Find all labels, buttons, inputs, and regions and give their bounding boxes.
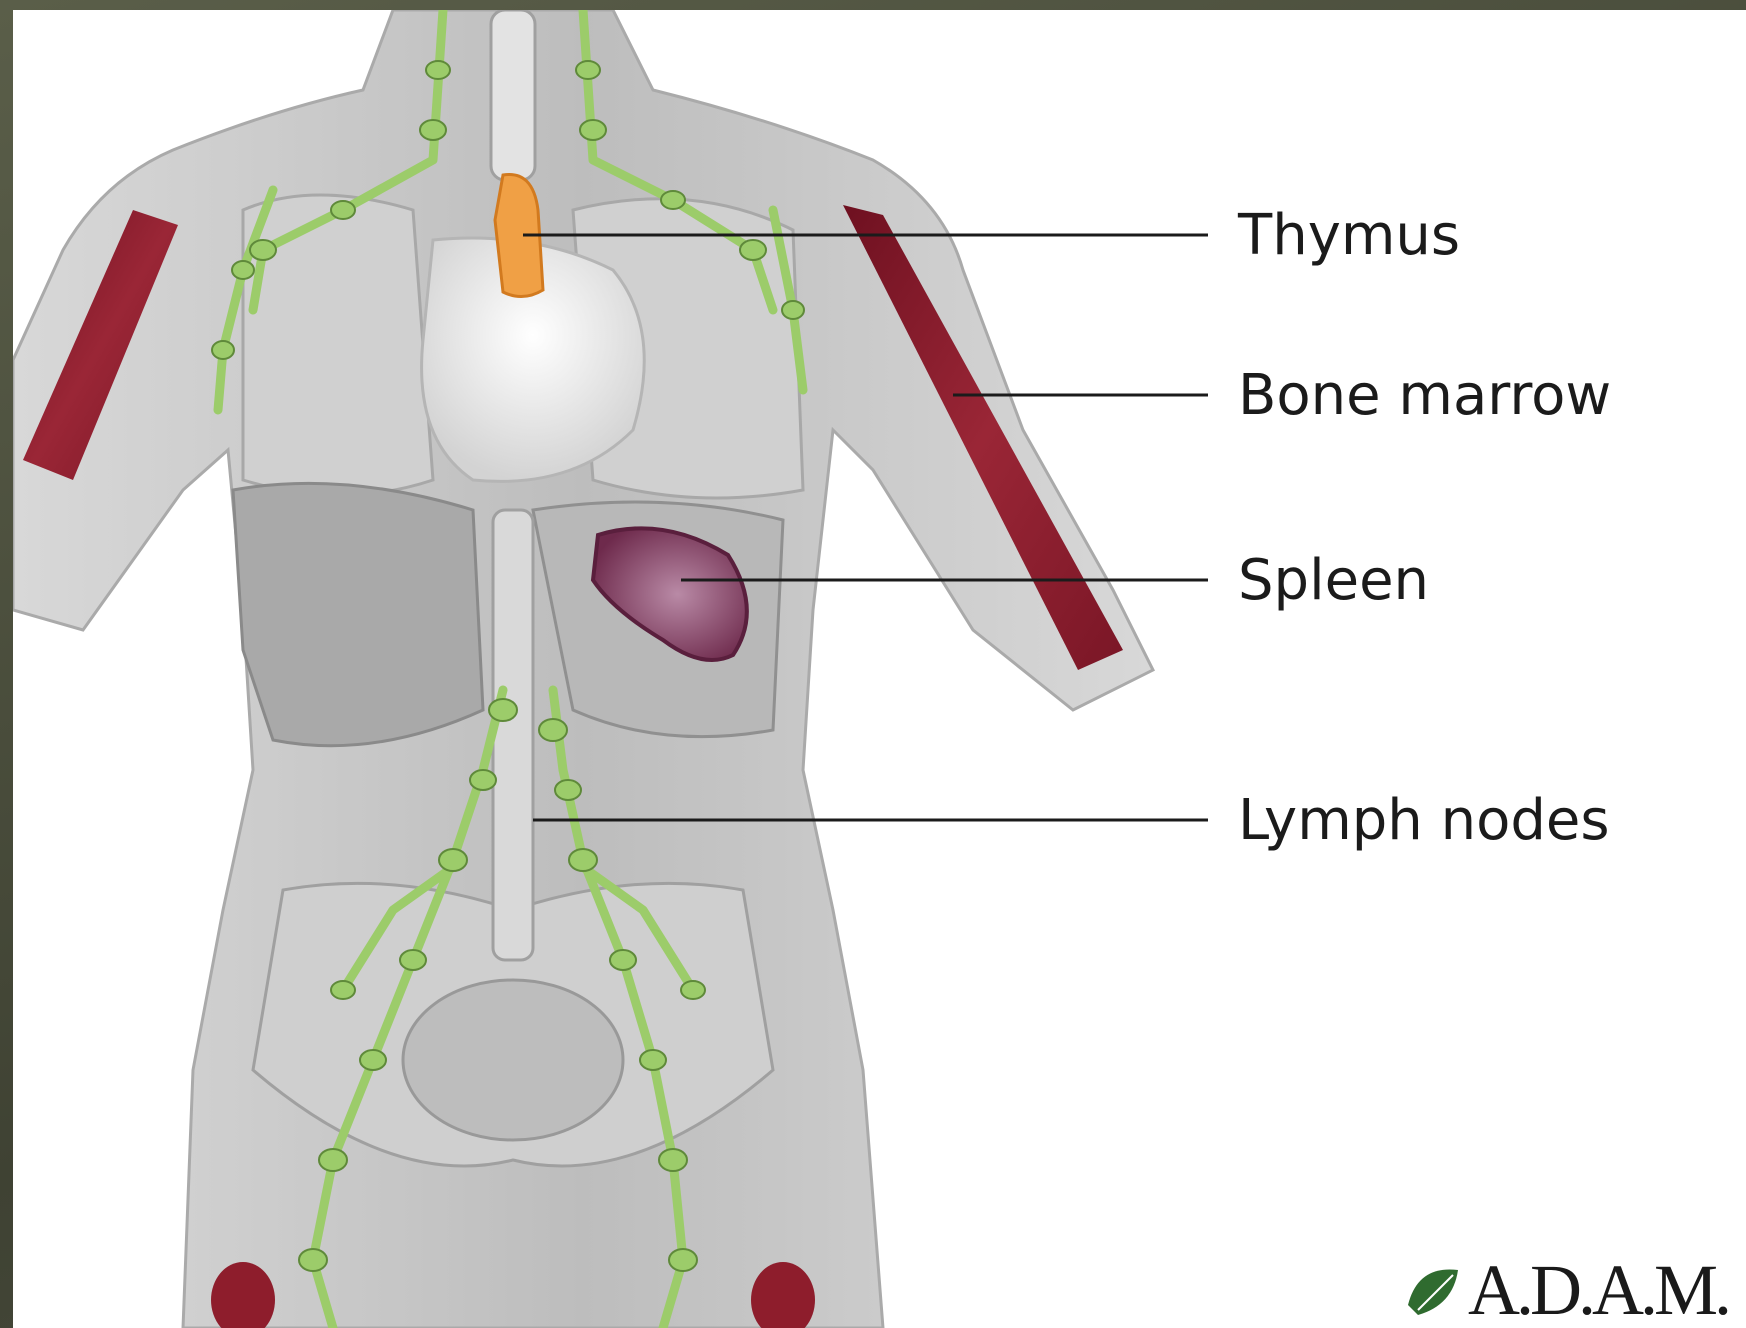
adam-logo: A.D.A.M. — [1408, 1255, 1728, 1325]
logo-text: A.D.A.M. — [1468, 1254, 1728, 1326]
label-lymph-nodes: Lymph nodes — [1238, 793, 1610, 849]
label-thymus: Thymus — [1238, 208, 1460, 264]
diagram-canvas: Thymus Bone marrow Spleen Lymph nodes A.… — [13, 10, 1746, 1328]
trachea — [491, 10, 535, 180]
lymphatic-system-illustration — [13, 10, 1746, 1328]
label-bone-marrow: Bone marrow — [1238, 368, 1611, 424]
spine — [493, 510, 533, 960]
label-spleen: Spleen — [1238, 553, 1429, 609]
